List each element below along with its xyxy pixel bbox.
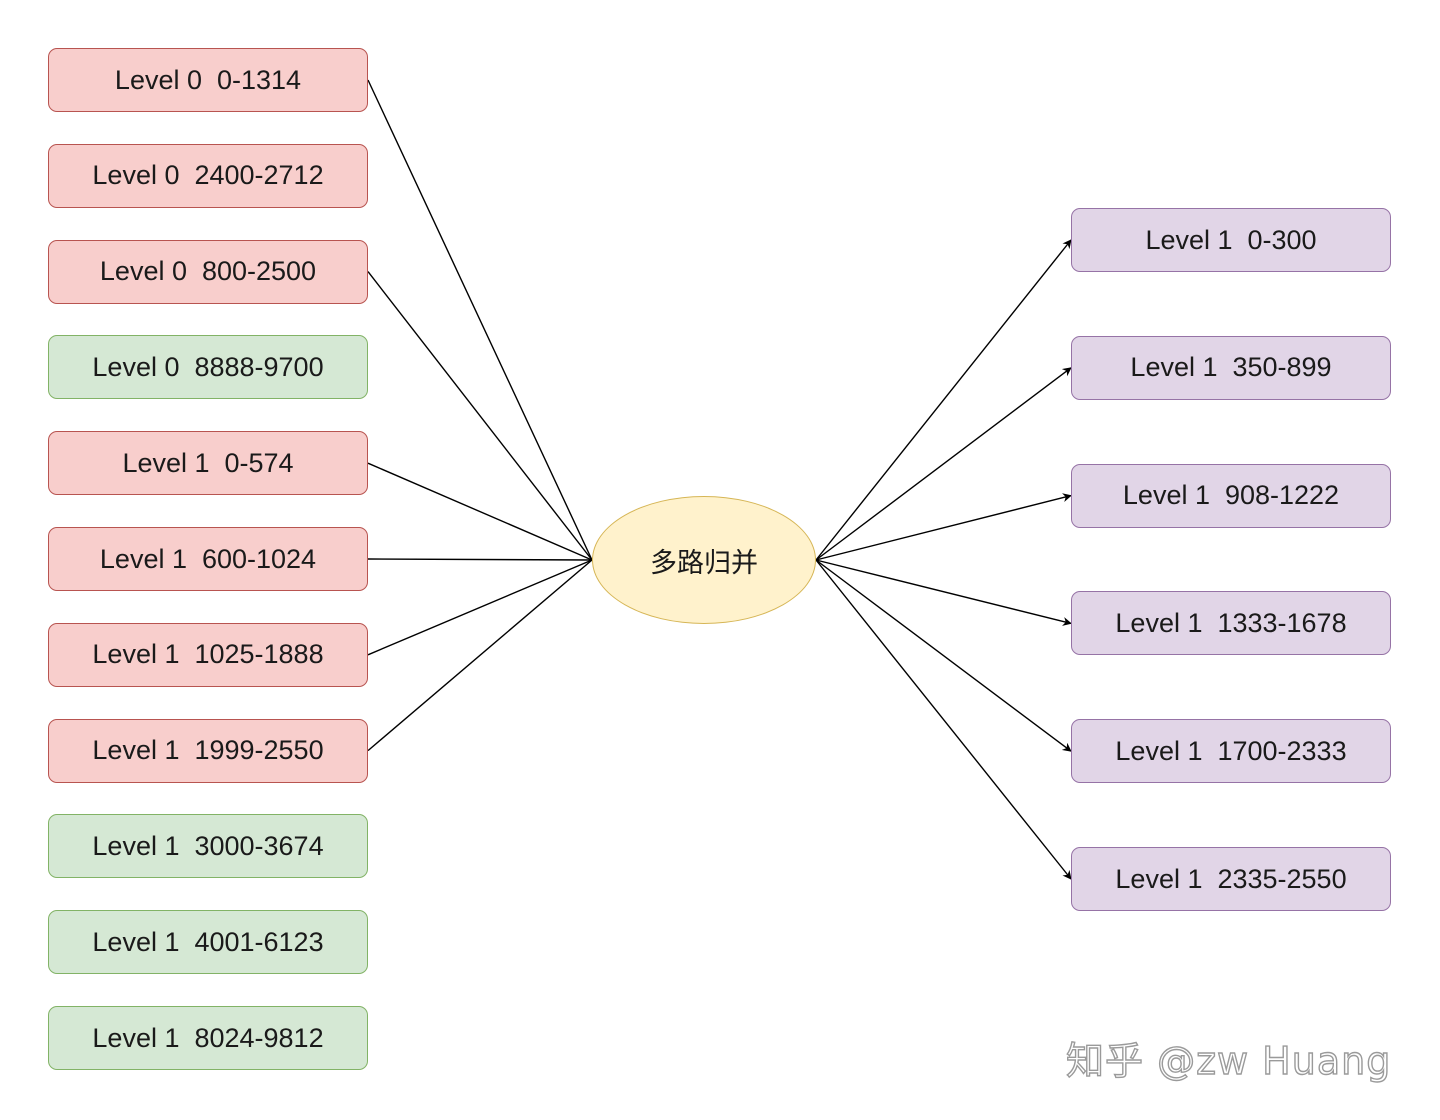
output-sstable-label: Level 1 350-899 xyxy=(1130,352,1332,383)
input-sstable-5: Level 1 600-1024 xyxy=(48,527,368,591)
output-sstable-3: Level 1 1333-1678 xyxy=(1071,591,1391,656)
merge-label: 多路归并 xyxy=(650,547,758,579)
output-sstable-label: Level 1 908-1222 xyxy=(1122,480,1340,511)
input-sstable-7: Level 1 1999-2550 xyxy=(48,718,368,783)
output-arrow-4 xyxy=(815,559,1072,752)
output-sstable-5: Level 1 2335-2550 xyxy=(1071,847,1391,911)
input-sstable-10: Level 1 8024-9812 xyxy=(48,1006,368,1070)
input-sstable-0: Level 0 0-1314 xyxy=(48,48,368,112)
input-edge-2 xyxy=(367,271,593,561)
output-arrow-3 xyxy=(815,559,1072,626)
output-sstable-label: Level 1 2335-2550 xyxy=(1115,863,1347,894)
input-sstable-1: Level 0 2400-2712 xyxy=(48,143,368,208)
input-sstable-label: Level 0 0-1314 xyxy=(114,64,302,95)
input-sstable-3: Level 0 8888-9700 xyxy=(48,335,368,400)
output-sstable-2: Level 1 908-1222 xyxy=(1071,463,1391,528)
input-sstable-label: Level 0 800-2500 xyxy=(99,256,317,287)
output-sstable-label: Level 1 0-300 xyxy=(1145,224,1317,255)
input-sstable-8: Level 1 3000-3674 xyxy=(48,814,368,879)
input-sstable-label: Level 1 0-574 xyxy=(122,447,294,478)
input-edge-5 xyxy=(367,558,593,561)
output-arrow-1 xyxy=(815,367,1072,561)
input-sstable-label: Level 1 1025-1888 xyxy=(92,639,324,670)
output-arrow-5 xyxy=(815,559,1072,880)
input-sstable-2: Level 0 800-2500 xyxy=(48,239,368,304)
input-sstable-label: Level 1 4001-6123 xyxy=(92,926,324,957)
multiway-merge-node: 多路归并 xyxy=(592,496,816,624)
output-sstable-label: Level 1 1700-2333 xyxy=(1115,735,1347,766)
output-sstable-1: Level 1 350-899 xyxy=(1071,335,1391,400)
output-sstable-4: Level 1 1700-2333 xyxy=(1071,719,1391,784)
input-edge-7 xyxy=(367,559,593,752)
input-edge-6 xyxy=(367,559,593,656)
input-sstable-label: Level 1 8024-9812 xyxy=(92,1022,324,1053)
input-edge-0 xyxy=(367,79,593,561)
input-sstable-label: Level 1 1999-2550 xyxy=(92,735,324,766)
output-sstable-label: Level 1 1333-1678 xyxy=(1115,607,1347,638)
input-sstable-label: Level 1 600-1024 xyxy=(99,543,317,574)
output-sstable-0: Level 1 0-300 xyxy=(1071,208,1391,272)
output-arrow-0 xyxy=(815,239,1072,561)
input-sstable-label: Level 0 8888-9700 xyxy=(92,351,324,382)
output-arrow-2 xyxy=(815,493,1072,561)
input-sstable-label: Level 1 3000-3674 xyxy=(92,830,324,861)
watermark: 知乎 @zw Huang xyxy=(1065,1038,1392,1083)
input-sstable-4: Level 1 0-574 xyxy=(48,431,368,496)
input-edge-4 xyxy=(367,462,593,561)
input-sstable-label: Level 0 2400-2712 xyxy=(92,160,324,191)
input-sstable-9: Level 1 4001-6123 xyxy=(48,910,368,975)
input-sstable-6: Level 1 1025-1888 xyxy=(48,622,368,687)
